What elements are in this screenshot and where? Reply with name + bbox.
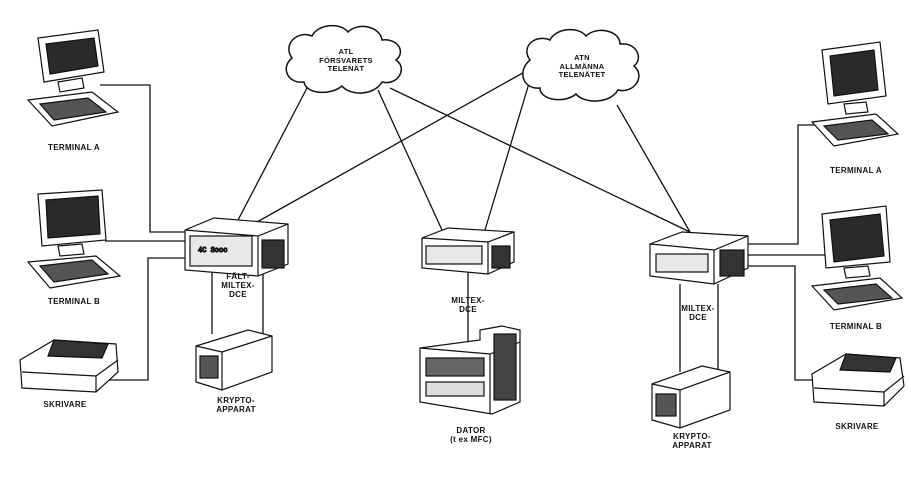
left-crypto-line1: KRYPTO- bbox=[217, 396, 255, 405]
center-dce-device-icon bbox=[421, 227, 515, 275]
right-dce-label: MILTEX- DCE bbox=[676, 304, 720, 322]
cloud-atl-line3: TELENÄT bbox=[327, 64, 365, 73]
cloud-atn-label: ATN ALLMÄNNA TELENÄTET bbox=[544, 53, 620, 80]
right-crypto-line1: KRYPTO- bbox=[673, 432, 711, 441]
center-computer-line1: DATOR bbox=[456, 426, 486, 435]
link-right-atl bbox=[389, 87, 691, 233]
center-computer-label: DATOR (t ex MFC) bbox=[436, 426, 506, 444]
right-crypto-label: KRYPTO- APPARAT bbox=[662, 432, 722, 450]
right-terminal-b-label: TERMINAL B bbox=[829, 322, 883, 331]
center-computer-icon bbox=[419, 325, 521, 415]
left-terminal-b-icon bbox=[26, 189, 122, 289]
left-terminal-a-label: TERMINAL A bbox=[48, 143, 100, 152]
cloud-atn bbox=[522, 28, 640, 102]
left-printer-label: SKRIVARE bbox=[43, 400, 87, 409]
link-center-atn bbox=[484, 79, 531, 231]
left-crypto-device-icon bbox=[195, 329, 273, 391]
left-dce-line2: MILTEX- bbox=[221, 281, 255, 290]
left-dce-display: 4C Sooo bbox=[198, 247, 227, 255]
right-dce-line1: MILTEX- bbox=[681, 304, 715, 313]
right-crypto-device-icon bbox=[651, 365, 731, 429]
cloud-atl-label: ATL FÖRSVARETS TELENÄT bbox=[308, 47, 384, 74]
connection-lines bbox=[95, 69, 830, 381]
cloud-atl bbox=[285, 24, 402, 94]
center-dce-line2: DCE bbox=[459, 305, 477, 314]
right-terminal-a-icon bbox=[810, 41, 900, 147]
right-terminal-a-label: TERMINAL A bbox=[830, 166, 882, 175]
right-printer-icon bbox=[811, 353, 905, 407]
left-crypto-label: KRYPTO- APPARAT bbox=[206, 396, 266, 414]
right-dce-line2: DCE bbox=[689, 313, 707, 322]
link-left-atn bbox=[256, 69, 529, 223]
right-printer-label: SKRIVARE bbox=[835, 422, 879, 431]
left-dce-device-icon: 4C Sooo bbox=[184, 217, 289, 277]
link-right-atn bbox=[616, 104, 691, 233]
link-left-atl bbox=[236, 87, 308, 223]
left-printer-icon bbox=[19, 339, 119, 393]
cloud-atl-line2: FÖRSVARETS bbox=[319, 55, 373, 65]
link-right-terminal-a bbox=[748, 124, 820, 245]
cloud-atn-line3: TELENÄTET bbox=[558, 70, 606, 79]
left-dce-label: FÄLT- MILTEX- DCE bbox=[214, 272, 262, 299]
link-left-printer bbox=[95, 257, 185, 381]
center-dce-line1: MILTEX- bbox=[451, 296, 485, 305]
right-crypto-line2: APPARAT bbox=[672, 441, 712, 450]
left-terminal-b-label: TERMINAL B bbox=[47, 297, 101, 306]
center-dce-label: MILTEX- DCE bbox=[444, 296, 492, 314]
left-dce-line1: FÄLT- bbox=[226, 272, 250, 281]
left-crypto-line2: APPARAT bbox=[216, 405, 256, 414]
right-dce-device-icon bbox=[649, 231, 749, 285]
left-terminal-a-icon bbox=[26, 29, 120, 127]
cloud-atl-line1: ATL bbox=[338, 47, 354, 56]
link-center-atl bbox=[377, 89, 443, 231]
left-dce-line3: DCE bbox=[229, 290, 247, 299]
link-right-printer bbox=[748, 265, 812, 381]
link-left-terminal-a bbox=[100, 84, 185, 233]
cloud-atn-line1: ATN bbox=[574, 53, 590, 62]
right-terminal-b-icon bbox=[810, 205, 904, 311]
center-computer-line2: (t ex MFC) bbox=[450, 435, 492, 444]
cloud-atn-line2: ALLMÄNNA bbox=[559, 61, 605, 71]
